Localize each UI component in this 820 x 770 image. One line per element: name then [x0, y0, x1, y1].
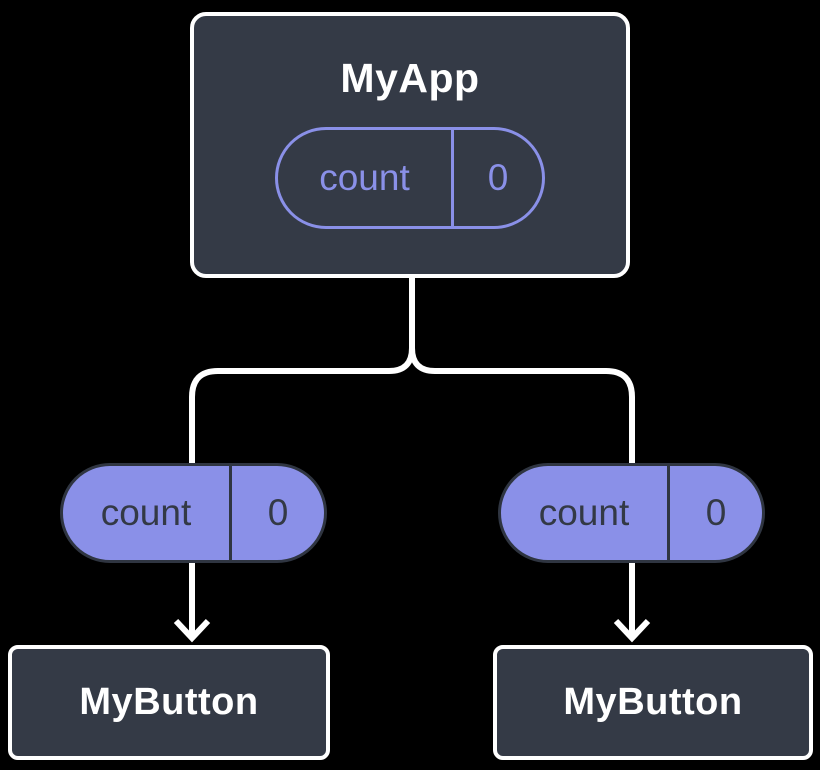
mybutton-node-left: MyButton [8, 645, 330, 760]
arrow-left-head-icon [173, 618, 211, 643]
mybutton-node-right: MyButton [493, 645, 813, 760]
state-pill-value: 0 [487, 157, 509, 199]
myapp-node: MyApp count 0 [190, 12, 630, 278]
prop-pill-left-value: 0 [267, 492, 289, 533]
state-pill: count 0 [275, 127, 545, 230]
mybutton-left-title: MyButton [79, 681, 259, 723]
mybutton-right-title: MyButton [563, 681, 743, 723]
prop-pill-left: count 0 [60, 463, 327, 563]
state-pill-key: count [319, 157, 410, 199]
prop-pill-left-key: count [100, 492, 192, 533]
prop-pill-right: count 0 [498, 463, 765, 563]
myapp-node-title: MyApp [340, 55, 480, 101]
branch-right-line [409, 276, 635, 464]
prop-pill-right-divider [667, 466, 670, 560]
prop-pill-left-divider [229, 466, 232, 560]
arrow-right-head-icon [613, 618, 651, 643]
prop-pill-right-value: 0 [705, 492, 727, 533]
branch-left-line [189, 276, 415, 464]
state-pill-divider [451, 130, 454, 227]
prop-pill-right-key: count [538, 492, 630, 533]
